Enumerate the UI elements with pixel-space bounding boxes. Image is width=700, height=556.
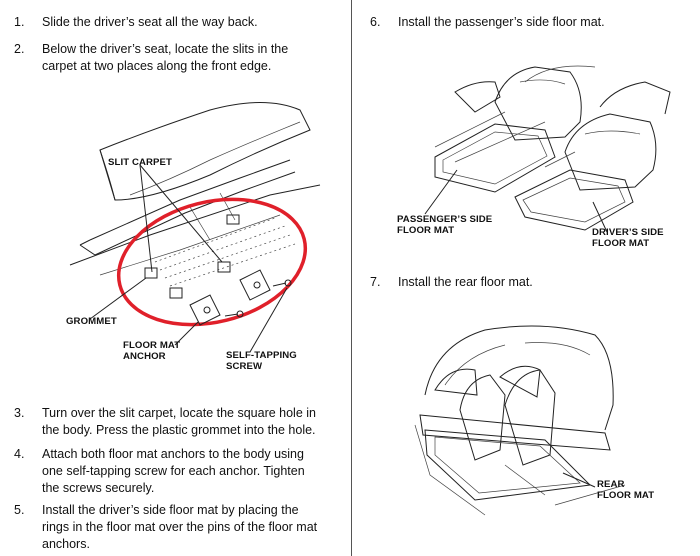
step-3: 3. Turn over the slit carpet, locate the… bbox=[14, 405, 344, 437]
step-text-line: Below the driver’s seat, locate the slit… bbox=[42, 42, 289, 56]
rear-floor-mat-figure bbox=[414, 325, 626, 516]
step-text-line: Turn over the slit carpet, locate the sq… bbox=[42, 406, 316, 420]
label-line: ANCHOR bbox=[123, 351, 166, 362]
label-line: FLOOR MAT bbox=[397, 225, 455, 236]
slit-carpet-label: SLIT CARPET bbox=[108, 157, 172, 168]
label-line: REAR bbox=[597, 479, 625, 490]
label-line: DRIVER’S SIDE bbox=[592, 227, 664, 238]
step-number: 5. bbox=[14, 503, 25, 517]
step-number: 6. bbox=[370, 15, 381, 29]
rear-floor-mat-label: REAR FLOOR MAT bbox=[597, 479, 654, 501]
step-text-line: Install the driver’s side floor mat by p… bbox=[42, 503, 299, 517]
step-text-line: the screws securely. bbox=[42, 481, 155, 495]
step-text-line: Attach both floor mat anchors to the bod… bbox=[42, 447, 304, 461]
step-text-line: rings in the floor mat over the pins of … bbox=[42, 520, 318, 534]
step-text: Install the rear floor mat. bbox=[398, 275, 533, 289]
drivers-side-floor-mat-label: DRIVER’S SIDE FLOOR MAT bbox=[592, 227, 664, 249]
label-line: SCREW bbox=[226, 361, 263, 372]
column-divider bbox=[351, 0, 352, 556]
step-2: 2. Below the driver’s seat, locate the s… bbox=[14, 41, 334, 73]
step-5: 5. Install the driver’s side floor mat b… bbox=[14, 502, 344, 552]
step-number: 1. bbox=[14, 15, 25, 29]
step-text: Install the passenger’s side floor mat. bbox=[398, 15, 605, 29]
label-line: PASSENGER’S SIDE bbox=[397, 214, 493, 225]
label-line: FLOOR MAT bbox=[123, 340, 181, 351]
step-number: 3. bbox=[14, 406, 25, 420]
self-tapping-screw-label: SELF-TAPPING SCREW bbox=[226, 350, 297, 372]
front-floor-mats-figure bbox=[424, 65, 671, 233]
step-text: Slide the driver’s seat all the way back… bbox=[42, 15, 258, 29]
step-number: 2. bbox=[14, 42, 25, 56]
step-number: 7. bbox=[370, 275, 381, 289]
step-7: 7. Install the rear floor mat. bbox=[370, 274, 690, 290]
passenger-side-floor-mat-label: PASSENGER’S SIDE FLOOR MAT bbox=[397, 214, 492, 236]
step-text-line: one self-tapping screw for each anchor. … bbox=[42, 464, 305, 478]
step-1: 1. Slide the driver’s seat all the way b… bbox=[14, 14, 334, 30]
step-text-line: anchors. bbox=[42, 537, 90, 551]
floor-mat-anchor-label: FLOOR MAT ANCHOR bbox=[123, 340, 180, 362]
step-4: 4. Attach both floor mat anchors to the … bbox=[14, 446, 344, 496]
highlight-circle bbox=[116, 197, 308, 327]
step-text-line: the body. Press the plastic grommet into… bbox=[42, 423, 316, 437]
label-line: FLOOR MAT bbox=[592, 238, 650, 249]
grommet-label: GROMMET bbox=[66, 316, 117, 327]
step-6: 6. Install the passenger’s side floor ma… bbox=[370, 14, 690, 30]
step-text-line: carpet at two places along the front edg… bbox=[42, 59, 272, 73]
step-number: 4. bbox=[14, 447, 25, 461]
label-line: FLOOR MAT bbox=[597, 490, 655, 501]
anchor-installation-figure bbox=[69, 102, 321, 353]
label-line: SELF-TAPPING bbox=[226, 350, 297, 361]
